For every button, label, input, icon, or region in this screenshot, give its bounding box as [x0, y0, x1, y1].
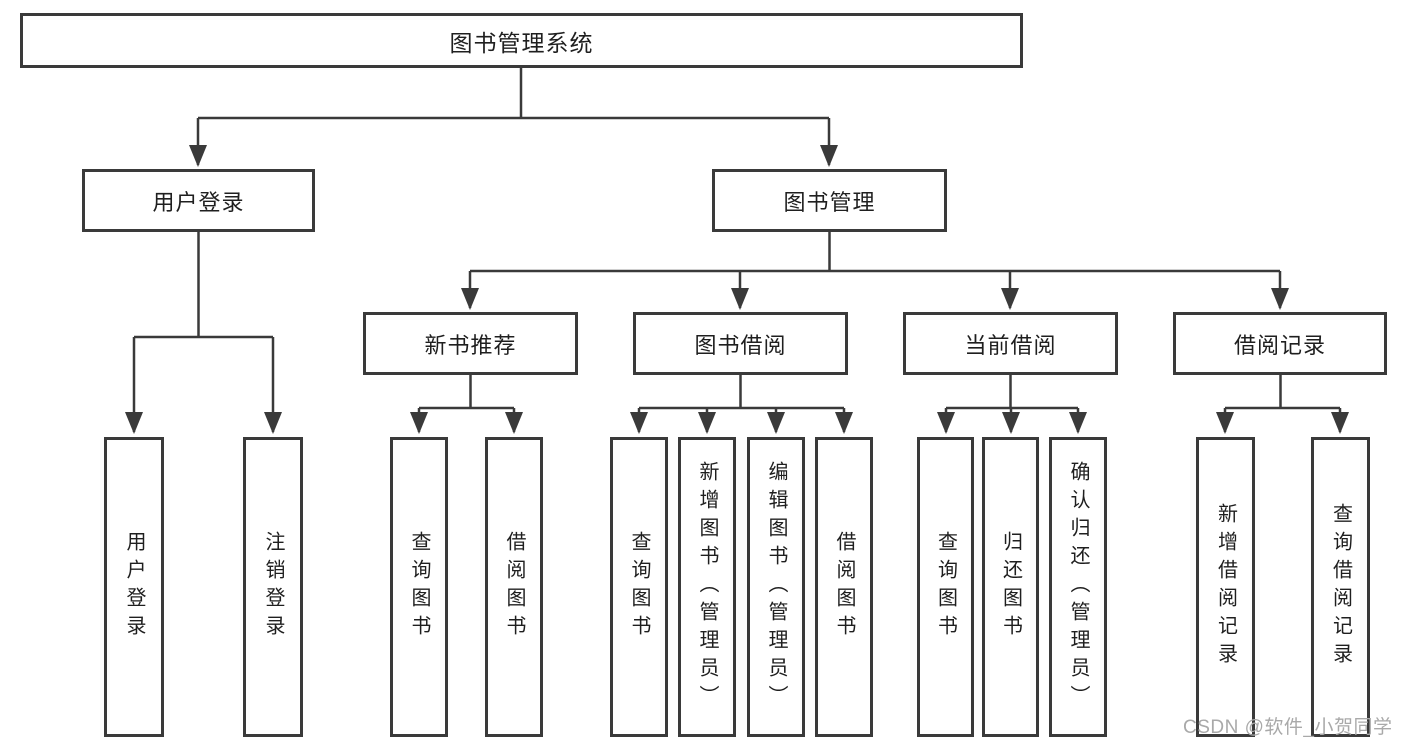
leaf-query-borrow-record: 查询借阅记录: [1311, 437, 1370, 737]
leaf-add-book-admin: 新增图书（管理员）: [678, 437, 736, 737]
leaf-borrow-books-1: 借阅图书: [485, 437, 543, 737]
connector-root-to-level2: [189, 68, 838, 167]
node-current-borrowing: 当前借阅: [903, 312, 1118, 375]
leaf-confirm-return-admin: 确认归还（管理员）: [1049, 437, 1107, 737]
leaf-borrow-books-2: 借阅图书: [815, 437, 873, 737]
connector-book-branch: [461, 232, 1289, 310]
connector-record-group: [1216, 375, 1349, 434]
leaf-user-login: 用户登录: [104, 437, 164, 737]
node-user-login: 用户登录: [82, 169, 315, 232]
leaf-add-borrow-record: 新增借阅记录: [1196, 437, 1255, 737]
leaf-logout: 注销登录: [243, 437, 303, 737]
node-book-management: 图书管理: [712, 169, 947, 232]
leaf-query-books-3: 查询图书: [917, 437, 974, 737]
leaf-query-books-1: 查询图书: [390, 437, 448, 737]
node-borrowing-records: 借阅记录: [1173, 312, 1387, 375]
node-root: 图书管理系统: [20, 13, 1023, 68]
connector-user-branch: [125, 232, 282, 434]
watermark: CSDN @软件_小贺同学: [1183, 717, 1393, 738]
leaf-return-book: 归还图书: [982, 437, 1039, 737]
connector-new-book-group: [410, 375, 523, 434]
leaf-edit-book-admin: 编辑图书（管理员）: [747, 437, 805, 737]
leaf-query-books-2: 查询图书: [610, 437, 668, 737]
connector-book-borrow-group: [630, 375, 853, 434]
connector-current-borrow-group: [937, 375, 1087, 434]
node-new-book-recommendation: 新书推荐: [363, 312, 578, 375]
node-book-borrowing: 图书借阅: [633, 312, 848, 375]
